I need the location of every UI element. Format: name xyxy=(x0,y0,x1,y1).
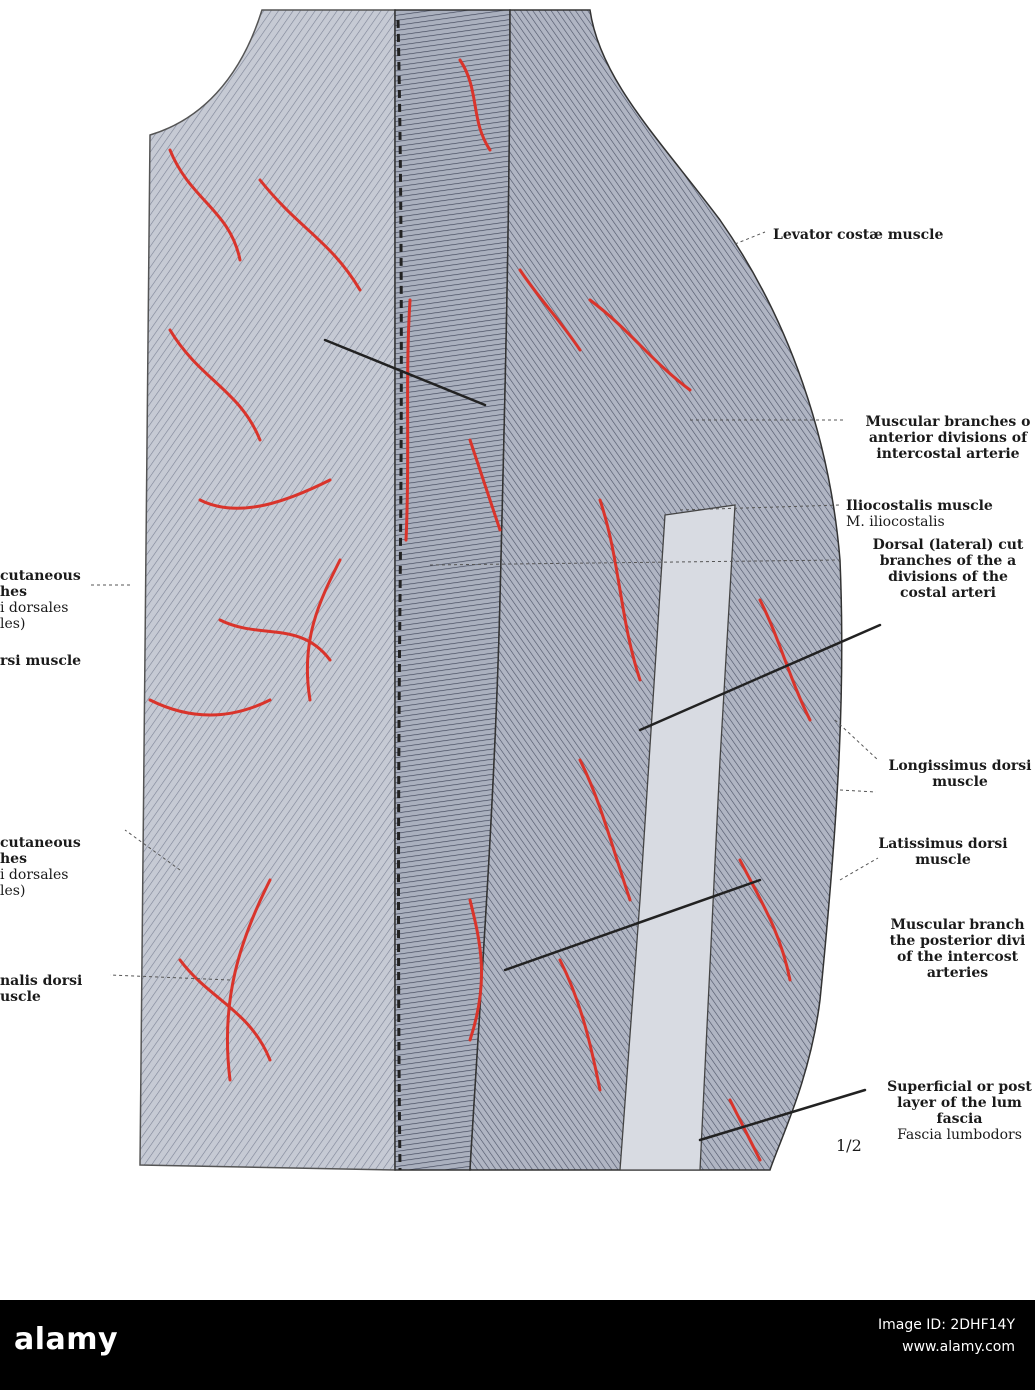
label-superficial-fascia: Superficial or post layer of the lum fas… xyxy=(887,1079,1032,1143)
anatomical-illustration xyxy=(90,9,882,1171)
illustration-area: Levator costæ muscle Muscular branches o… xyxy=(0,9,1032,1171)
label-muscular-posterior: Muscular branch the posterior divi of th… xyxy=(889,917,1026,981)
left-back-surface xyxy=(139,9,396,1171)
label-left-spinalis: nalis dorsi uscle xyxy=(0,973,83,1005)
label-left-rsi-muscle: rsi muscle xyxy=(0,653,82,669)
image-id-block: Image ID: 2DHF14Y www.alamy.com xyxy=(878,1314,1015,1358)
scale-label: 1/2 xyxy=(836,1136,862,1155)
site-url: www.alamy.com xyxy=(902,1339,1015,1355)
lumbar-fascia-flap xyxy=(619,504,736,1171)
label-longissimus: Longissimus dorsi muscle xyxy=(888,758,1032,790)
spinal-midline xyxy=(396,19,403,1171)
image-id: Image ID: 2DHF14Y xyxy=(877,1317,1015,1333)
label-dorsal-lateral: Dorsal (lateral) cut branches of the a d… xyxy=(872,537,1024,601)
label-left-cutaneous-lower: cutaneous hes i dorsales les) xyxy=(0,835,81,899)
label-iliocostalis: Iliocostalis muscle M. iliocostalis xyxy=(846,498,993,530)
arteries xyxy=(148,58,812,1162)
label-levator-costae: Levator costæ muscle xyxy=(773,227,944,243)
leader-lines xyxy=(90,231,879,981)
label-latissimus: Latissimus dorsi muscle xyxy=(878,836,1008,868)
label-muscular-anterior: Muscular branches o anterior divisions o… xyxy=(865,414,1031,462)
probes xyxy=(323,338,882,1142)
label-left-cutaneous-upper: cutaneous hes i dorsales les) xyxy=(0,568,81,632)
watermark-footer: alamy Image ID: 2DHF14Y www.alamy.com xyxy=(0,1300,1035,1390)
brand-logo: alamy xyxy=(14,1322,119,1357)
